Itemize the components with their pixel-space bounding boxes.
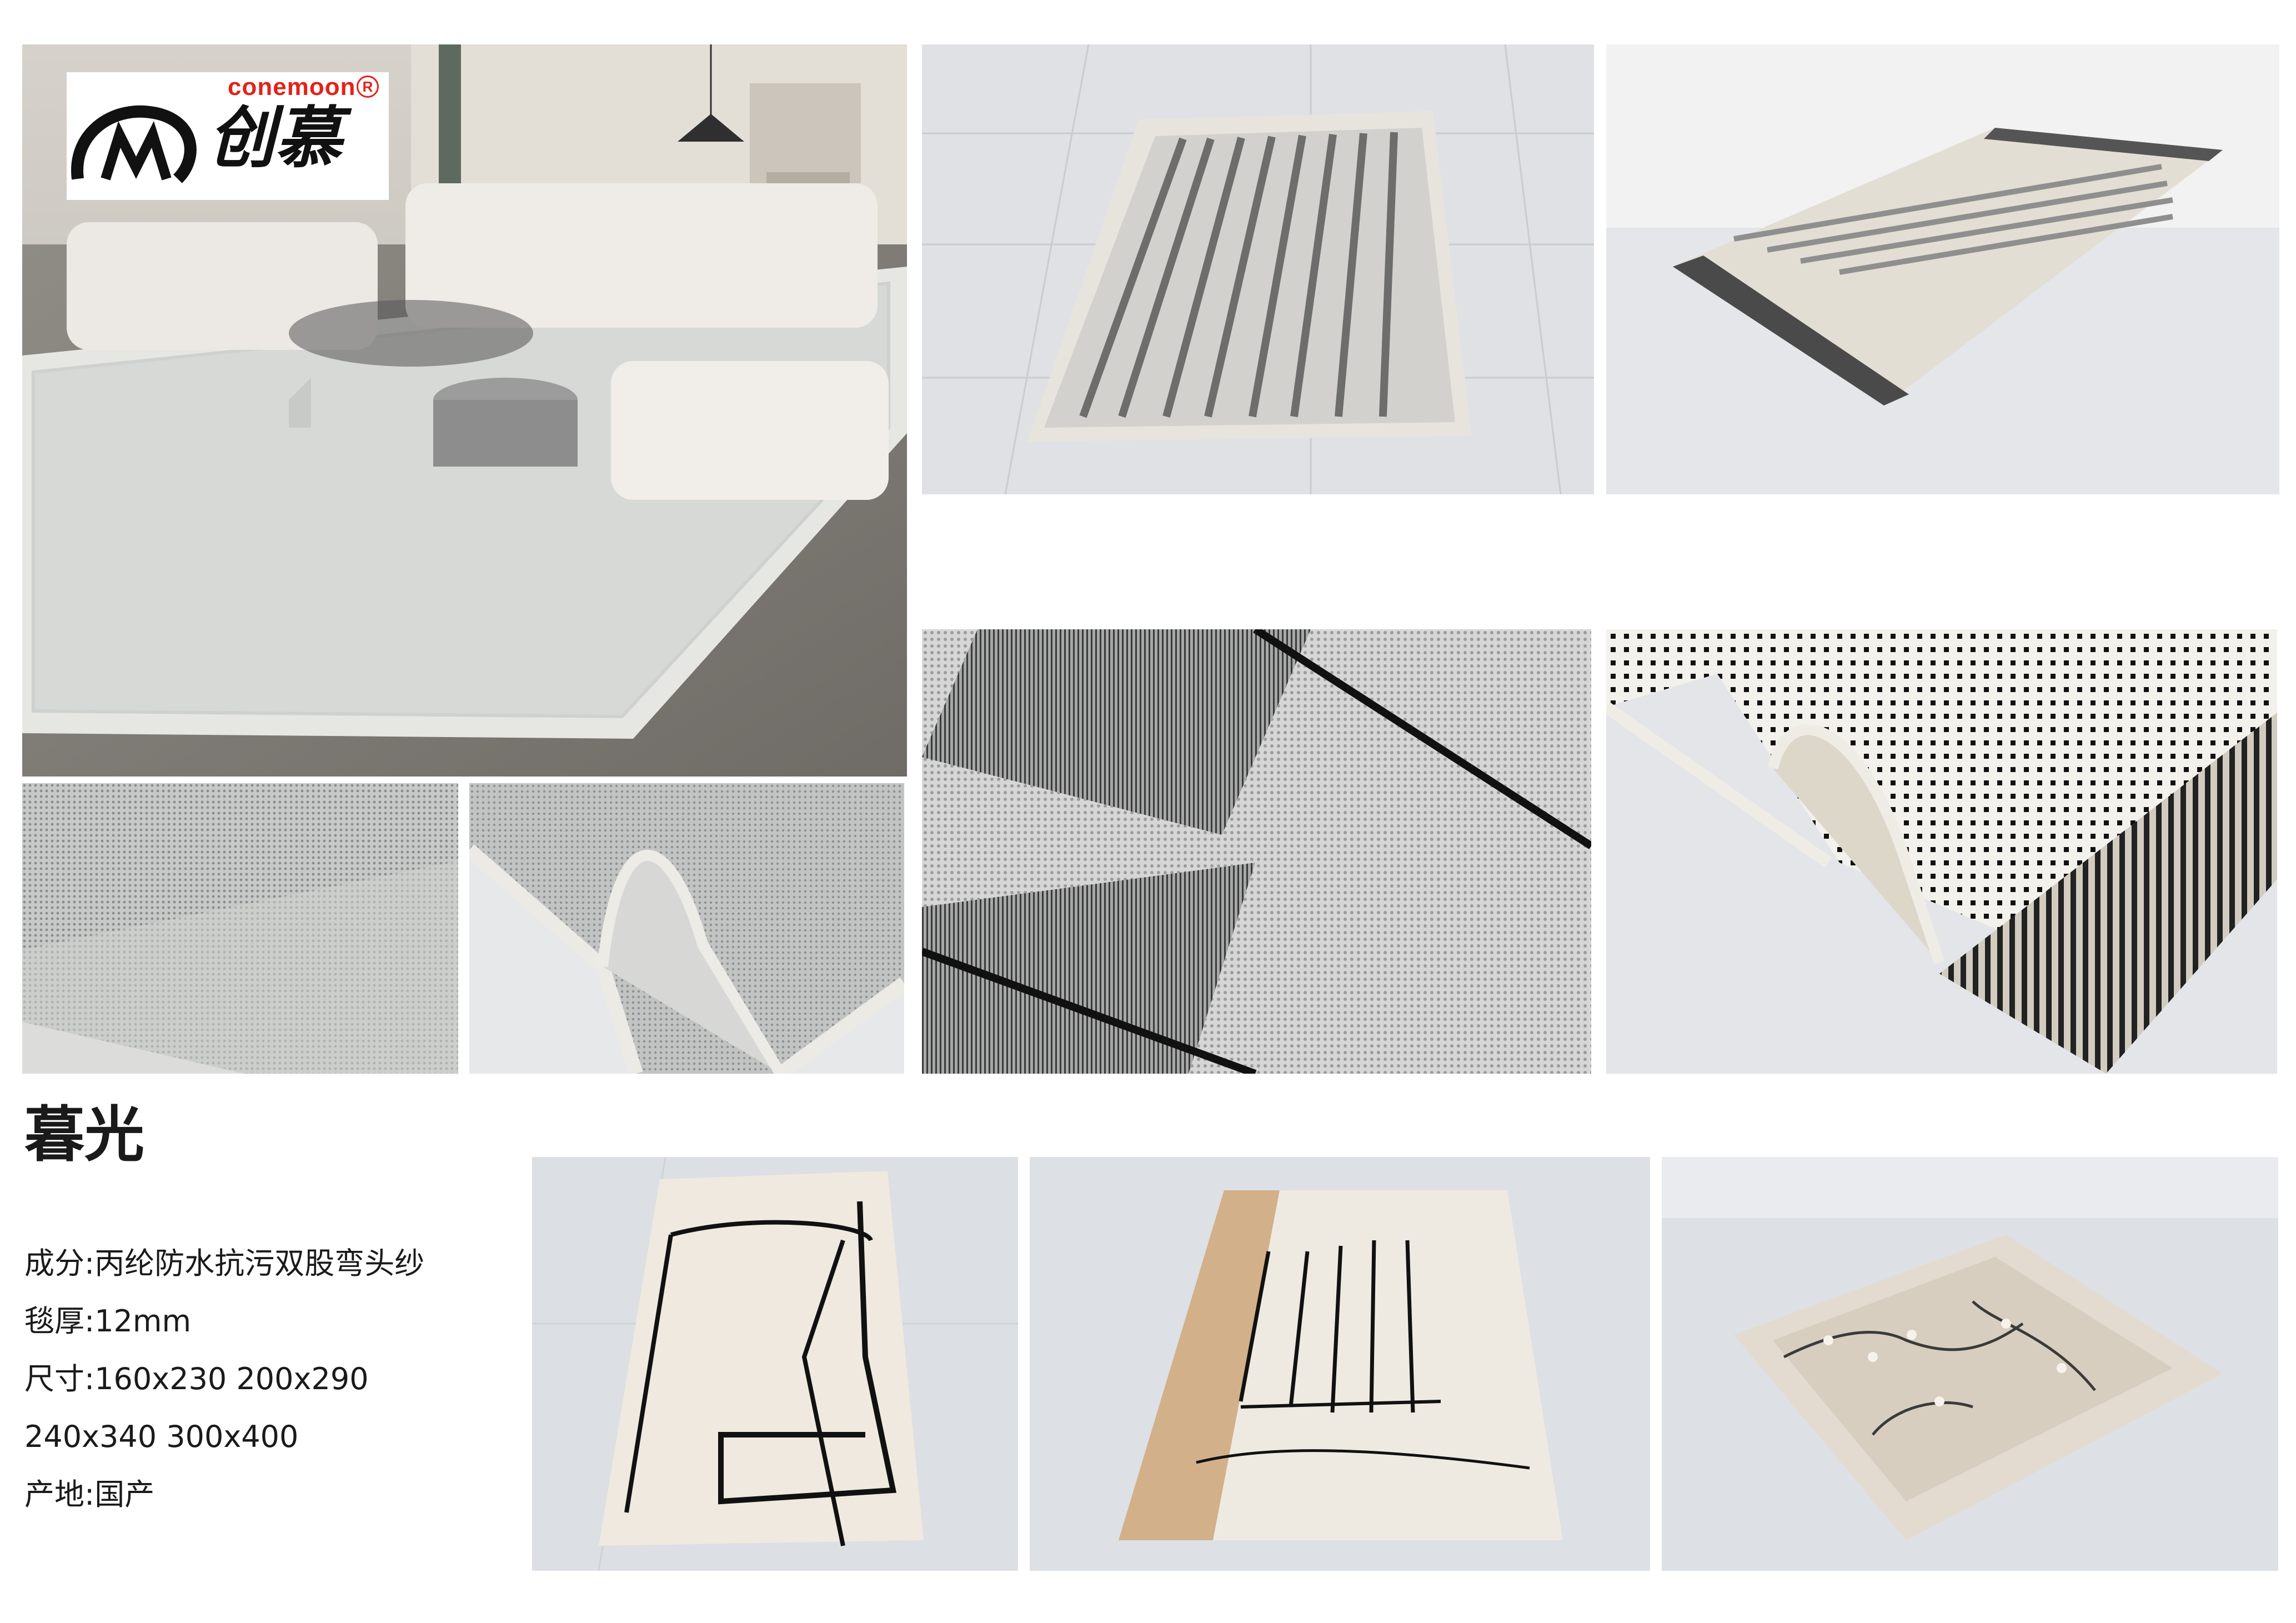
brand-chinese-name: 创慕 [208,100,342,177]
folded-rug-photo [469,783,904,1074]
charcoal-texture-photo [922,629,1591,1074]
band-rug-photo [1606,44,2279,494]
spec-origin: 产地:国产 [24,1477,155,1512]
spec-material: 成分:丙纶防水抗污双股弯头纱 [24,1246,425,1281]
brand-logo: conemoon R 创慕 [67,72,389,200]
dotted-fold-photo [1606,629,2277,1074]
blossom-rug-photo [1662,1157,2278,1571]
spec-sizes-continued: 240x340 300x400 [24,1419,299,1454]
product-title: 暮光 [24,1100,145,1170]
spec-sizes: 尺寸:160x230 200x290 [24,1361,369,1396]
striped-rug-photo [922,44,1594,494]
texture-closeup-photo [22,783,458,1074]
tan-ink-rug-photo [1030,1157,1650,1571]
spec-thickness: 毯厚:12mm [24,1304,192,1339]
living-room-photo [22,44,907,777]
ink-line-rug-photo [532,1157,1018,1571]
registered-mark: R [357,76,379,98]
brand-mark-icon [71,105,197,183]
brand-latin-name: conemoon [228,73,356,101]
